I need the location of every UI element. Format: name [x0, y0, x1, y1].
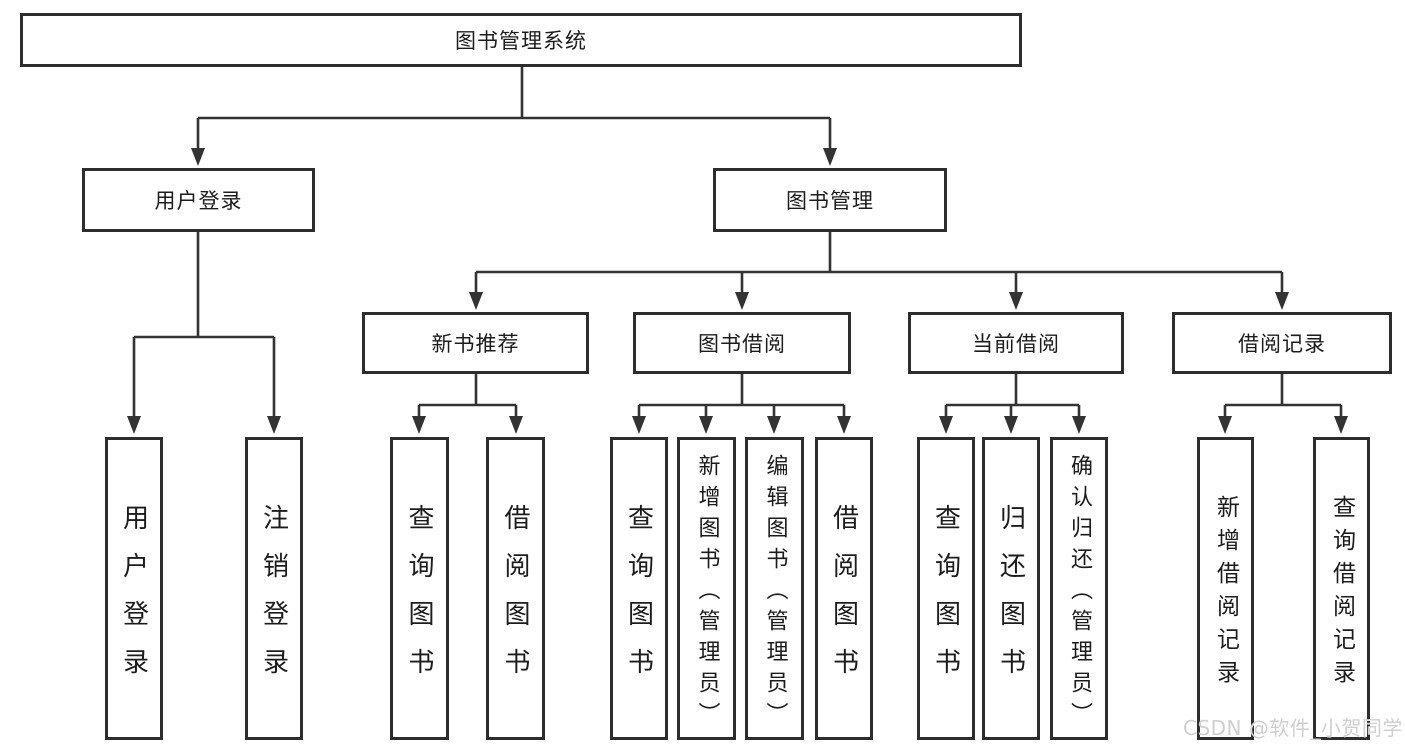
leaf-cb-query-books: 查询图书: [917, 437, 975, 740]
leaf-bb-edit-book-admin: 编辑图书（管理员）: [745, 437, 804, 740]
node-borrow-records-label: 借阅记录: [1238, 332, 1326, 356]
leaf-br-add-record-label: 新增借阅记录: [1212, 494, 1239, 693]
node-current-borrowing-label: 当前借阅: [972, 332, 1060, 356]
leaf-user-login: 用户登录: [105, 437, 163, 740]
leaf-nbr-query-books-label: 查询图书: [404, 503, 434, 696]
arrowhead-icons: [127, 148, 1348, 434]
node-root: 图书管理系统: [20, 13, 1022, 67]
node-borrow-records: 借阅记录: [1172, 312, 1392, 374]
leaf-nbr-borrow-books-label: 借阅图书: [500, 503, 530, 696]
node-current-borrowing: 当前借阅: [908, 312, 1124, 374]
leaf-cb-confirm-return-admin: 确认归还（管理员）: [1050, 437, 1108, 740]
leaf-bb-add-book-admin-label: 新增图书（管理员）: [694, 453, 720, 733]
node-user-login-label: 用户登录: [154, 189, 243, 213]
node-book-management-label: 图书管理: [786, 189, 874, 213]
leaf-user-login-label: 用户登录: [118, 503, 149, 696]
node-user-login: 用户登录: [82, 168, 315, 232]
node-new-book-recommend: 新书推荐: [362, 312, 589, 374]
leaf-logout: 注销登录: [245, 437, 303, 740]
leaf-cb-return-books-label: 归还图书: [995, 503, 1026, 696]
leaf-bb-query-books: 查询图书: [610, 437, 668, 740]
leaf-bb-borrow-books: 借阅图书: [815, 437, 873, 740]
leaf-br-add-record: 新增借阅记录: [1197, 437, 1254, 740]
leaf-cb-return-books: 归还图书: [982, 437, 1040, 740]
node-book-management: 图书管理: [713, 168, 947, 232]
leaf-bb-add-book-admin: 新增图书（管理员）: [677, 437, 736, 740]
node-root-label: 图书管理系统: [455, 29, 587, 53]
leaf-nbr-query-books: 查询图书: [390, 437, 449, 740]
leaf-bb-query-books-label: 查询图书: [623, 503, 654, 696]
leaf-nbr-borrow-books: 借阅图书: [486, 437, 545, 740]
leaf-bb-edit-book-admin-label: 编辑图书（管理员）: [762, 453, 788, 733]
node-new-book-recommend-label: 新书推荐: [431, 332, 520, 356]
leaf-bb-borrow-books-label: 借阅图书: [828, 503, 859, 696]
node-book-borrowing-label: 图书借阅: [698, 332, 786, 356]
leaf-br-query-record: 查询借阅记录: [1313, 437, 1370, 740]
leaf-logout-label: 注销登录: [258, 503, 289, 696]
leaf-cb-query-books-label: 查询图书: [930, 503, 961, 696]
watermark: CSDN @软件_小贺同学: [1183, 716, 1403, 740]
node-book-borrowing: 图书借阅: [633, 312, 851, 374]
leaf-br-query-record-label: 查询借阅记录: [1328, 494, 1355, 693]
leaf-cb-confirm-return-admin-label: 确认归还（管理员）: [1067, 453, 1092, 733]
